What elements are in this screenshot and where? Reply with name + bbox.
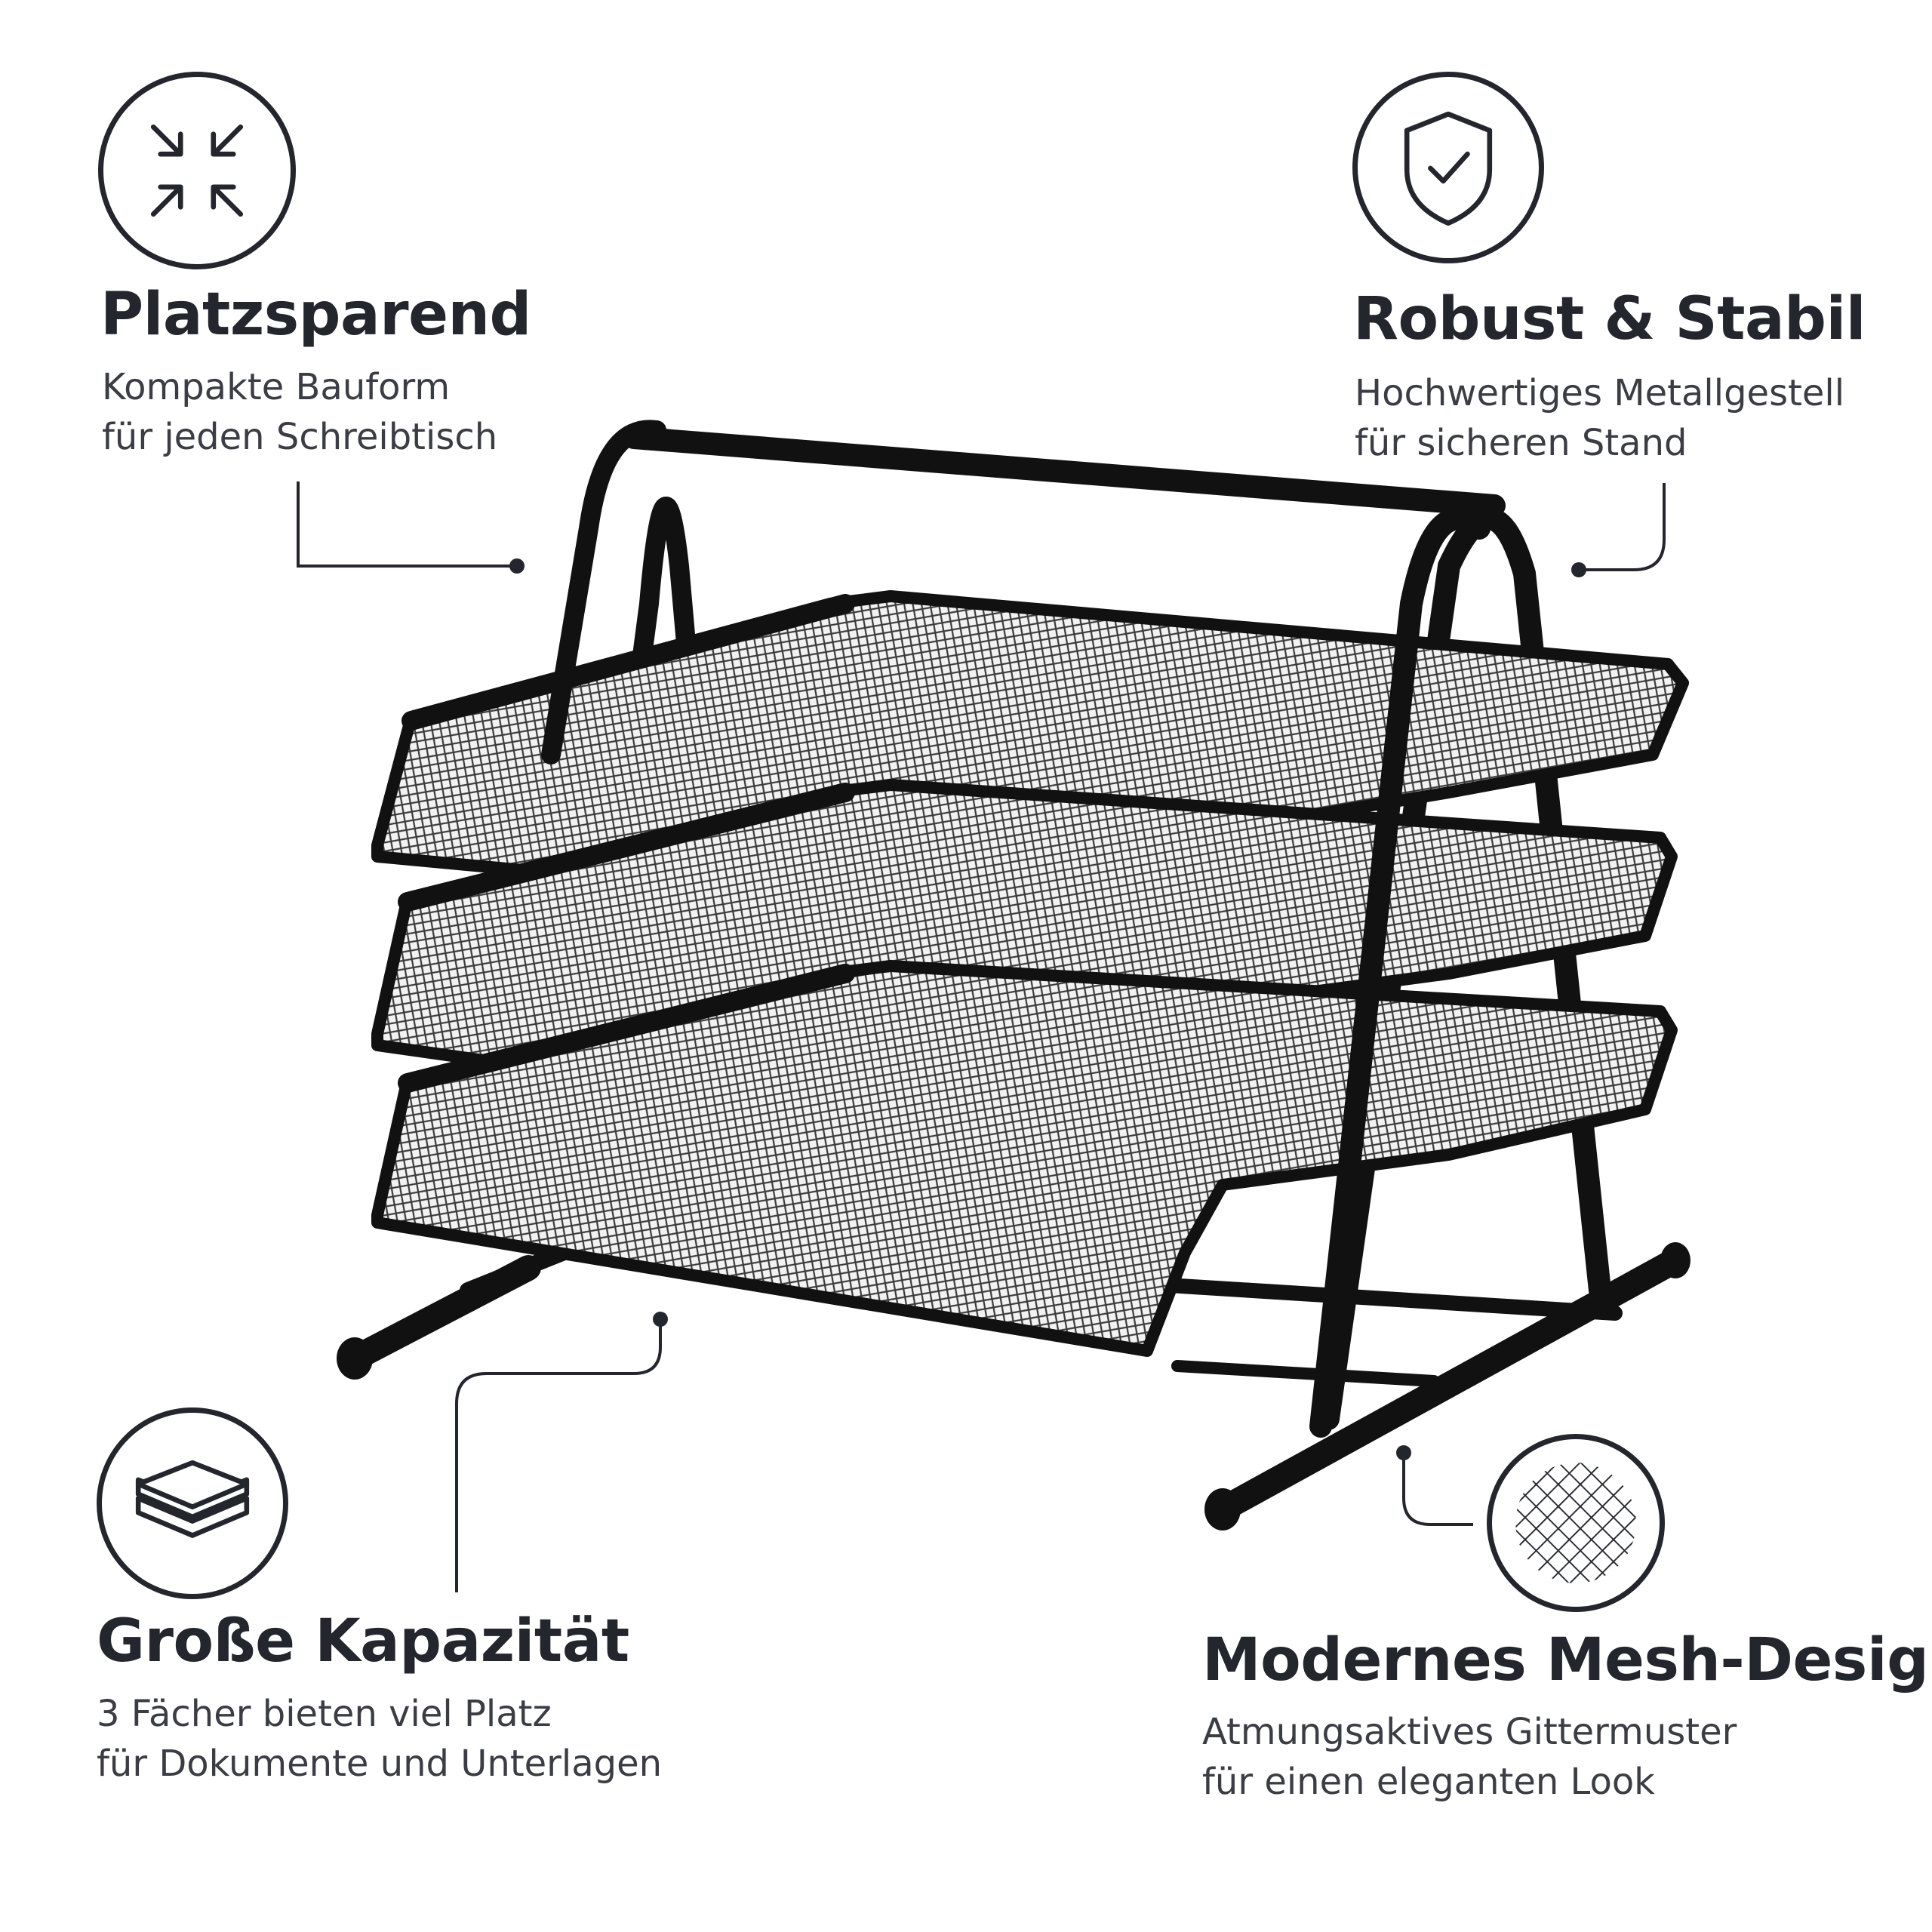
stacked-layers-icon bbox=[97, 1407, 288, 1599]
feature-desc-line1: Kompakte Bauform bbox=[102, 366, 451, 408]
feature-desc-line1: 3 Fächer bieten viel Platz bbox=[97, 1693, 552, 1735]
feature-desc-line2: für sicheren Stand bbox=[1355, 422, 1687, 464]
feature-desc-line2: für einen eleganten Look bbox=[1202, 1761, 1655, 1803]
feature-title: Große Kapazität bbox=[97, 1607, 629, 1675]
shield-check-icon bbox=[1352, 72, 1544, 263]
feature-title: Modernes Mesh-Design bbox=[1202, 1626, 1932, 1694]
mesh-grid-icon bbox=[1487, 1434, 1665, 1612]
feature-desc-line2: für jeden Schreibtisch bbox=[102, 416, 498, 458]
feature-desc-line1: Hochwertiges Metallgestell bbox=[1355, 372, 1845, 414]
compress-arrows-icon bbox=[98, 72, 296, 269]
feature-desc-line1: Atmungsaktives Gittermuster bbox=[1202, 1711, 1737, 1753]
feature-title: Platzsparend bbox=[100, 281, 531, 349]
feature-desc-line2: für Dokumente und Unterlagen bbox=[97, 1743, 663, 1785]
feature-title: Robust & Stabil bbox=[1353, 285, 1866, 353]
